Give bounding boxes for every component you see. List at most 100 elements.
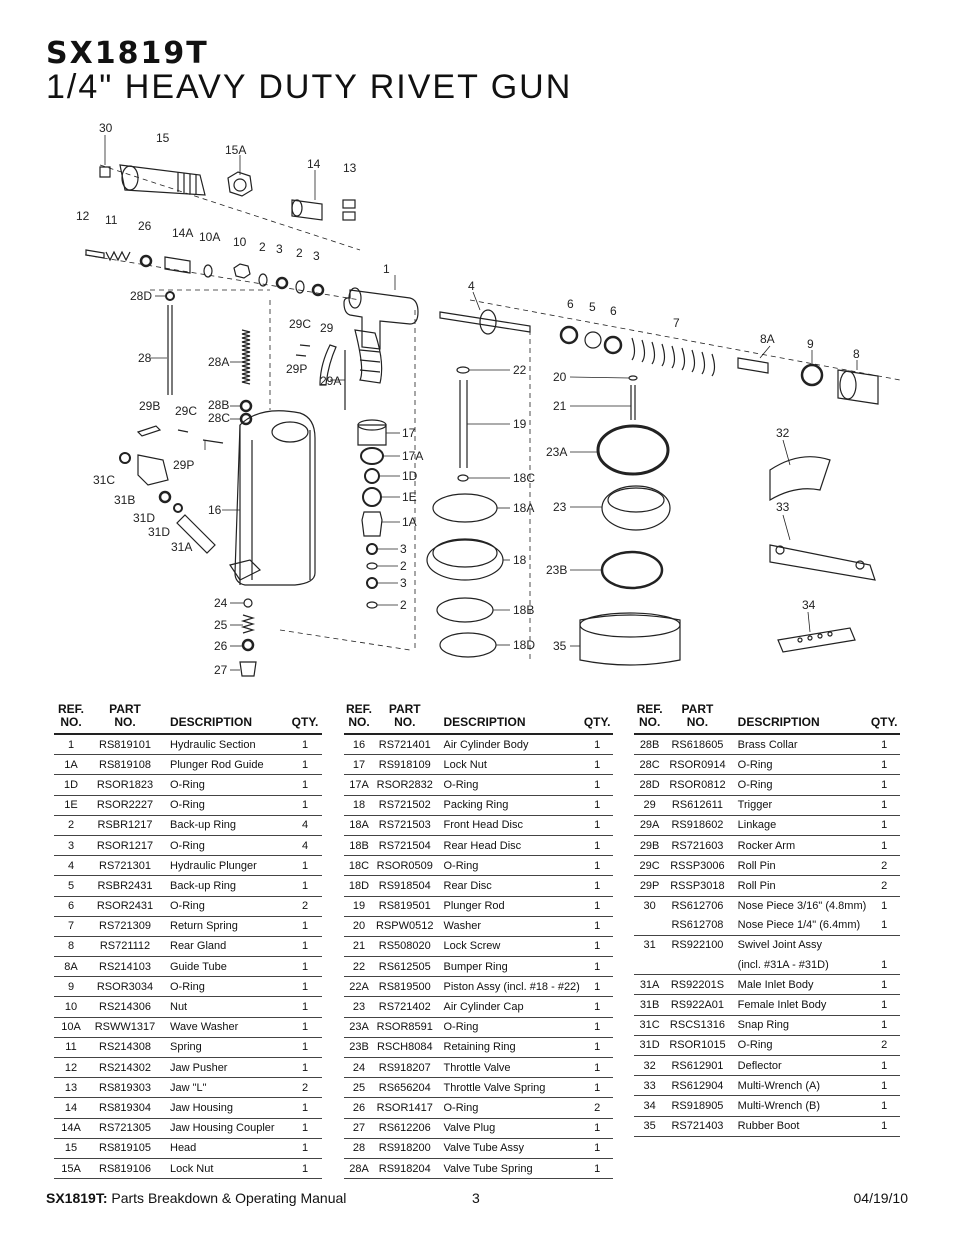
callout: 29P <box>286 362 307 376</box>
part-number-cell: RS922A01 <box>665 994 730 1016</box>
ref-cell: 29A <box>634 815 666 836</box>
part-number-cell: RS918504 <box>374 875 436 897</box>
ref-cell: 5 <box>54 875 88 897</box>
ref-cell: 11 <box>54 1037 88 1059</box>
description-cell: Air Cylinder Cap <box>435 996 582 1018</box>
part-number-cell: RSBR1217 <box>88 815 162 836</box>
qty-cell: 1 <box>868 915 900 936</box>
qty-cell: 1 <box>288 936 322 958</box>
callout: 2 <box>400 598 407 612</box>
qty-cell: 2 <box>288 1077 322 1099</box>
qty-cell: 1 <box>581 1138 613 1159</box>
part-number-cell: RS612901 <box>665 1055 730 1077</box>
callout: 7 <box>673 316 680 330</box>
description-cell: Throttle Valve <box>435 1057 582 1079</box>
callout: 28B <box>208 398 229 412</box>
ref-cell: 18C <box>344 855 375 877</box>
qty-cell: 1 <box>581 795 613 816</box>
description-cell: Jaw Housing <box>162 1097 288 1119</box>
table-row: (incl. #31A - #31D)1 <box>634 955 900 976</box>
callout: 16 <box>208 503 222 517</box>
callout: 29 <box>320 321 334 335</box>
part-number-cell: RS819304 <box>88 1097 162 1119</box>
part-number-cell: RS721401 <box>374 734 436 756</box>
qty-cell: 1 <box>288 795 322 816</box>
part-number-cell: RS721503 <box>374 815 436 836</box>
part-number-cell: RS612611 <box>665 795 730 816</box>
part-number-cell: RSOR2832 <box>374 774 436 796</box>
qty-cell: 1 <box>868 774 900 796</box>
ref-cell: 18B <box>344 835 375 857</box>
part-number-cell: RSOR1417 <box>374 1097 436 1119</box>
col-header-ref: REF. NO. <box>344 703 375 735</box>
qty-cell <box>868 935 900 955</box>
ref-cell: 20 <box>344 916 375 937</box>
callout: 26 <box>214 639 228 653</box>
ref-cell: 2 <box>54 815 88 836</box>
description-cell: O-Ring <box>435 774 582 796</box>
qty-cell: 1 <box>581 1077 613 1099</box>
description-cell: O-Ring <box>162 976 288 998</box>
ref-cell: 29 <box>634 795 666 816</box>
ref-cell: 7 <box>54 916 88 937</box>
qty-cell: 1 <box>581 956 613 978</box>
description-cell: Front Head Disc <box>435 815 582 836</box>
callout: 21 <box>553 399 567 413</box>
part-number-cell: RS918602 <box>665 815 730 836</box>
callout: 1 <box>383 262 390 276</box>
part-number-cell: RS918905 <box>665 1095 730 1117</box>
callout: 28 <box>138 351 152 365</box>
description-cell: O-Ring <box>162 835 288 857</box>
callout: 18A <box>513 501 534 515</box>
qty-cell: 1 <box>581 875 613 897</box>
callout: 17 <box>402 426 416 440</box>
part-number-cell: RSCH8084 <box>374 1037 436 1059</box>
ref-cell: 29B <box>634 835 666 857</box>
description-cell: Brass Collar <box>729 734 869 756</box>
qty-cell: 1 <box>868 734 900 756</box>
description-cell: Guide Tube <box>162 956 288 978</box>
callout: 32 <box>776 426 790 440</box>
description-cell: O-Ring <box>435 855 582 877</box>
callout: 6 <box>610 304 617 318</box>
qty-cell: 1 <box>581 774 613 796</box>
description-cell: Trigger <box>729 795 869 816</box>
col-header-qty: QTY. <box>581 703 613 735</box>
description-cell: Roll Pin <box>729 875 869 897</box>
qty-cell: 1 <box>288 855 322 877</box>
description-cell: Rubber Boot <box>729 1116 869 1137</box>
ref-cell: 19 <box>344 896 375 917</box>
part-number-cell: RS721603 <box>665 835 730 857</box>
callout: 31D <box>133 511 155 525</box>
description-cell: Jaw Pusher <box>162 1057 288 1079</box>
description-cell: Valve Tube Assy <box>435 1138 582 1159</box>
ref-cell: 18A <box>344 815 375 836</box>
description-cell: Back-up Ring <box>162 815 288 836</box>
description-cell: Swivel Joint Assy <box>737 939 823 952</box>
ref-cell: 16 <box>344 734 375 756</box>
description-cell: Packing Ring <box>435 795 582 816</box>
ref-cell <box>634 955 666 976</box>
footer-model: SX1819T: <box>46 1190 108 1206</box>
callout: 8A <box>760 332 775 346</box>
qty-cell: 1 <box>288 754 322 776</box>
part-number-cell: RS819303 <box>88 1077 162 1099</box>
callout: 28D <box>130 289 152 303</box>
ref-cell: 22 <box>344 956 375 978</box>
callout: 10 <box>233 235 247 249</box>
description-cell: Wave Washer <box>162 1017 288 1038</box>
